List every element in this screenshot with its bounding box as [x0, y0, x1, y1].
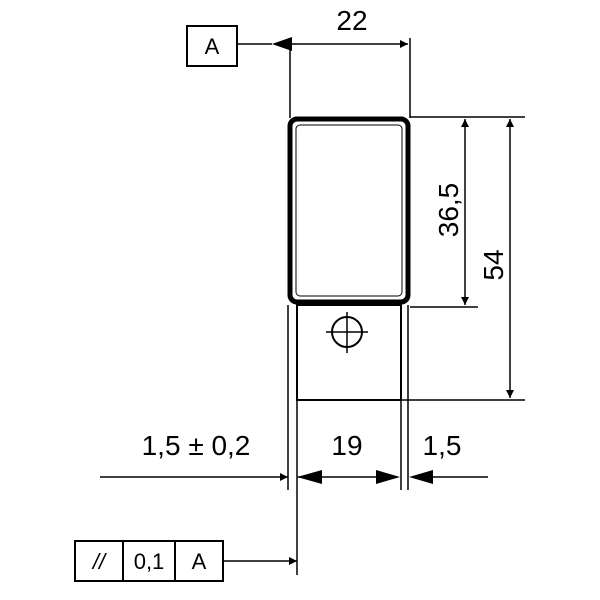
dimension-1-5-tol-label: 1,5 ± 0,2: [142, 430, 251, 461]
hole-centerline-icon: [326, 312, 368, 353]
datum-a-label: A: [205, 34, 220, 59]
dimension-1-5-label: 1,5: [423, 430, 462, 461]
tolerance-value: 0,1: [134, 549, 165, 574]
parallelism-icon: //: [91, 549, 107, 574]
bottom-dimension-chain: 1,5 ± 0,2 19 1,5: [100, 430, 488, 484]
dimension-54: 54: [478, 119, 514, 398]
dimension-36-5: 36,5: [433, 119, 469, 305]
dimension-36-5-label: 36,5: [433, 183, 464, 238]
part-upper-body: [287, 116, 411, 305]
datum-triangle-icon: [272, 37, 292, 51]
dimension-54-label: 54: [478, 249, 509, 280]
datum-a-box: A: [186, 25, 292, 67]
dimension-22-label: 22: [336, 5, 367, 36]
tolerance-datum: A: [192, 549, 207, 574]
part-upper-inner-outline: [295, 124, 403, 297]
dimension-19-label: 19: [331, 430, 362, 461]
tolerance-frame: // 0,1 A: [74, 540, 297, 582]
part-lower-body: [296, 304, 402, 401]
dimension-22: 22: [289, 5, 411, 118]
